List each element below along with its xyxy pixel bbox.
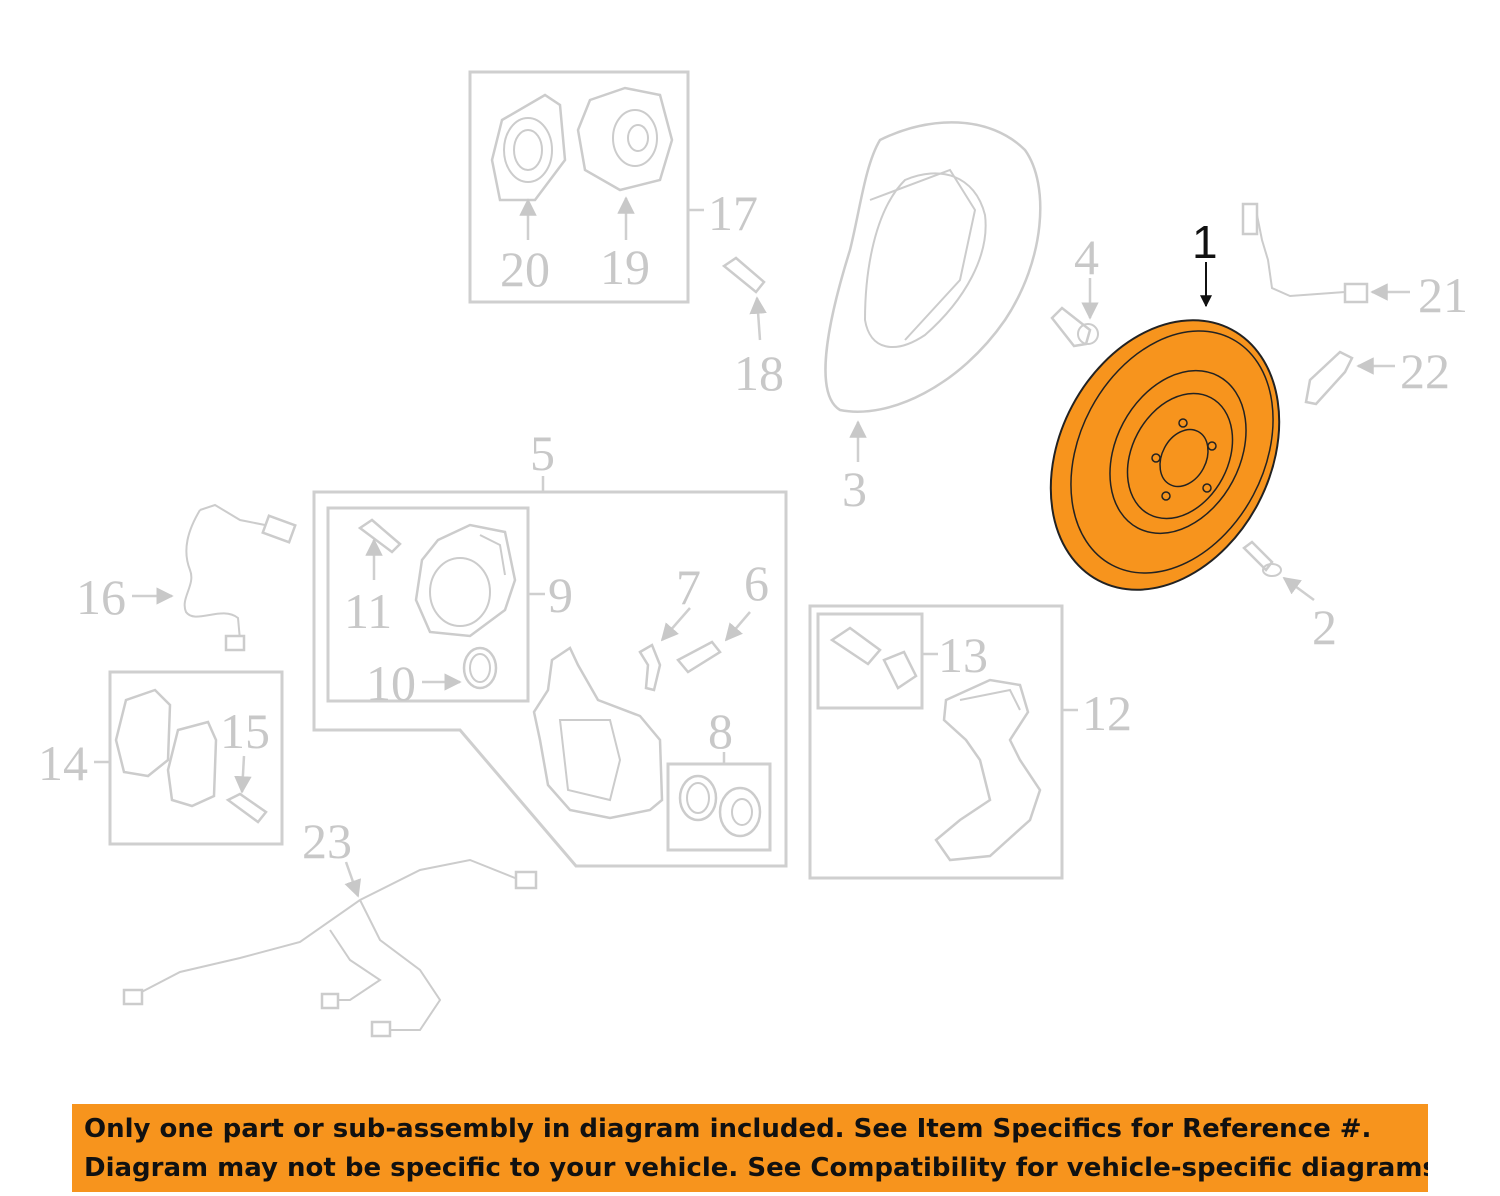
callout-17: 17 [708, 185, 758, 241]
callout-1: 1 [1192, 216, 1218, 268]
caliper-bracket-12-part [934, 678, 1042, 862]
brake-assembly-diagram: 20 19 17 18 3 4 1 [38, 70, 1468, 1038]
rotor-screw-2-part: 2 [1242, 540, 1337, 655]
callout-5: 5 [530, 425, 555, 481]
wheel-hub-part [576, 86, 674, 192]
callout-16: 16 [76, 569, 126, 625]
caliper-bolt-11-part: 11 [344, 518, 402, 639]
callout-10: 10 [366, 655, 416, 711]
caliper-bracket-group: 12 13 [808, 604, 1132, 880]
callout-9: 9 [548, 567, 573, 623]
sensor-wire-16-part: 16 [76, 503, 297, 652]
caliper-assembly-group: 5 9 11 10 [312, 425, 788, 868]
wiring-harness-23-part: 23 [122, 813, 538, 1038]
hub-bolt-part: 18 [721, 256, 784, 401]
callout-3: 3 [842, 461, 867, 517]
callout-23: 23 [302, 813, 352, 869]
caliper-motor-9-part [414, 523, 517, 638]
pad-bolt-15-part: 15 [220, 703, 270, 824]
callout-21: 21 [1418, 267, 1468, 323]
callout-15: 15 [220, 703, 270, 759]
brake-rotor-highlighted: 1 [1049, 216, 1281, 591]
abs-sensor-22-part: 22 [1304, 343, 1450, 406]
caliper-body-part [532, 646, 664, 820]
callout-20: 20 [500, 241, 550, 297]
brake-pad-group: 14 15 [38, 670, 284, 846]
bleeder-7-part: 7 [638, 559, 701, 692]
callout-4: 4 [1074, 229, 1099, 285]
bleeder-screw-6-part: 6 [676, 555, 769, 674]
callout-19: 19 [600, 239, 650, 295]
callout-13: 13 [938, 627, 988, 683]
callout-7: 7 [676, 559, 701, 615]
callout-11: 11 [344, 583, 392, 639]
callout-22: 22 [1400, 343, 1450, 399]
callout-6: 6 [744, 555, 769, 611]
wear-sensor-21-part: 21 [1241, 202, 1468, 323]
hub-bearing-group: 20 19 17 [468, 70, 758, 304]
disclaimer-line-1: Only one part or sub-assembly in diagram… [84, 1114, 1372, 1144]
brake-pad-14-part [114, 688, 218, 808]
callout-18: 18 [734, 345, 784, 401]
piston-seal-8-part [678, 774, 762, 838]
disclaimer-line-2: Diagram may not be specific to your vehi… [84, 1153, 1428, 1183]
disclaimer-banner: Only one part or sub-assembly in diagram… [72, 1104, 1428, 1192]
dust-shield-part: 3 [824, 121, 1042, 517]
callout-8: 8 [708, 703, 733, 759]
callout-14: 14 [38, 735, 88, 791]
callout-2: 2 [1312, 599, 1337, 655]
rotor-bolt-4-part: 4 [1050, 229, 1099, 348]
guide-pin-13-part [829, 626, 918, 690]
callout-12: 12 [1082, 685, 1132, 741]
o-ring-10-part: 10 [366, 646, 498, 711]
wheel-bearing-part [490, 93, 567, 202]
